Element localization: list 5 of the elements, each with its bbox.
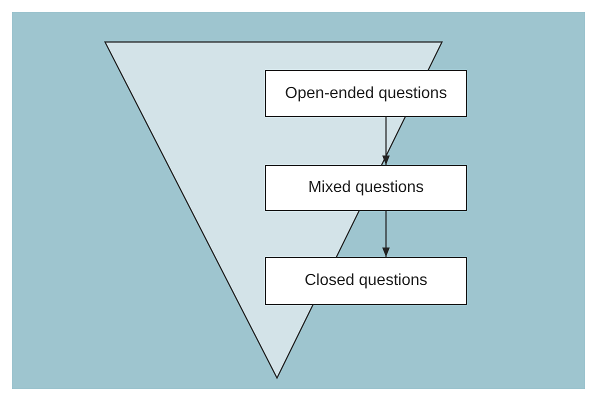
process-box: Closed questions <box>265 257 467 305</box>
arrow <box>382 117 390 165</box>
process-box: Open-ended questions <box>265 70 467 117</box>
arrow <box>382 211 390 257</box>
process-box: Mixed questions <box>265 165 467 211</box>
